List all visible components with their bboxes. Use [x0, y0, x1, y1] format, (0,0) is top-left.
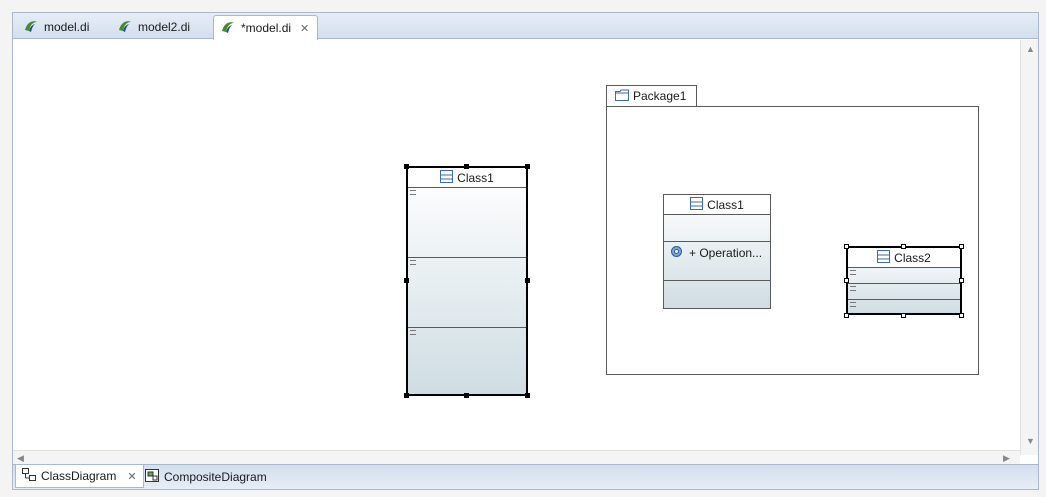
- resize-handle[interactable]: [525, 393, 530, 398]
- diagram-tab-bar: ClassDiagram ✕ CompositeDiagram: [13, 464, 1038, 489]
- resize-handle[interactable]: [959, 244, 964, 249]
- close-icon[interactable]: ✕: [127, 470, 137, 483]
- compartment-icon: [410, 190, 416, 195]
- close-icon[interactable]: ✕: [300, 22, 310, 35]
- class-shape-inner-class1[interactable]: Class1 + Operation...: [663, 194, 771, 309]
- tab-composite-diagram[interactable]: CompositeDiagram: [139, 465, 273, 488]
- nested-compartment[interactable]: [848, 300, 960, 313]
- papyrus-icon: [23, 19, 39, 36]
- tab-model-di-modified[interactable]: *model.di ✕: [213, 15, 319, 40]
- class-name: Class1: [707, 197, 744, 212]
- class-shape-class2[interactable]: Class2: [846, 246, 962, 315]
- vertical-scrollbar[interactable]: ▲ ▼: [1020, 40, 1038, 455]
- nested-compartment[interactable]: [664, 281, 770, 308]
- resize-handle[interactable]: [844, 313, 849, 318]
- resize-handle[interactable]: [959, 278, 964, 283]
- class-header: Class2: [848, 248, 960, 268]
- resize-handle[interactable]: [901, 244, 906, 249]
- resize-handle[interactable]: [404, 164, 409, 169]
- class-shape-class1[interactable]: Class1: [406, 166, 528, 396]
- attribute-compartment[interactable]: [848, 268, 960, 284]
- tab-label: model.di: [44, 20, 90, 34]
- scroll-up-icon[interactable]: ▲: [1026, 44, 1035, 54]
- operation-compartment[interactable]: [408, 258, 526, 328]
- resize-handle[interactable]: [844, 244, 849, 249]
- composite-diagram-icon: [145, 468, 159, 485]
- operation-compartment[interactable]: + Operation...: [664, 242, 770, 281]
- resize-handle[interactable]: [901, 313, 906, 318]
- class-name: Class2: [894, 250, 931, 265]
- resize-handle[interactable]: [959, 313, 964, 318]
- horizontal-scrollbar[interactable]: ◀ ▶: [13, 450, 1020, 464]
- nested-compartment[interactable]: [408, 328, 526, 394]
- class-header: Class1: [664, 195, 770, 215]
- package-body[interactable]: [606, 106, 979, 375]
- package-name: Package1: [633, 89, 687, 103]
- tab-label: *model.di: [241, 21, 292, 35]
- tab-model-di[interactable]: model.di: [17, 15, 97, 39]
- scroll-right-icon[interactable]: ▶: [1003, 453, 1010, 463]
- class-icon: [877, 249, 891, 266]
- resize-handle[interactable]: [464, 164, 469, 169]
- package-icon: [615, 89, 629, 104]
- compartment-icon: [850, 270, 856, 275]
- compartment-icon: [850, 286, 856, 291]
- tab-label: model2.di: [138, 20, 191, 34]
- tab-model2-di[interactable]: model2.di: [111, 15, 198, 39]
- scroll-down-icon[interactable]: ▼: [1026, 436, 1035, 446]
- editor-tab-bar: model.di model2.di *model.di ✕: [13, 13, 1038, 40]
- class-name: Class1: [457, 170, 494, 185]
- attribute-compartment[interactable]: [408, 188, 526, 258]
- diagram-canvas[interactable]: Class1 Package1: [13, 40, 1020, 455]
- editor-frame: model.di model2.di *model.di ✕: [12, 12, 1039, 490]
- class-diagram-icon: [22, 468, 36, 484]
- tab-label: CompositeDiagram: [164, 469, 267, 484]
- resize-handle[interactable]: [404, 393, 409, 398]
- tab-class-diagram[interactable]: ClassDiagram ✕: [15, 465, 144, 488]
- papyrus-icon: [220, 20, 236, 37]
- attribute-compartment[interactable]: [664, 215, 770, 242]
- operation-compartment[interactable]: [848, 284, 960, 300]
- operation-gear-icon: [670, 245, 683, 261]
- resize-handle[interactable]: [525, 164, 530, 169]
- tab-label: ClassDiagram: [41, 469, 117, 483]
- class-header: Class1: [408, 168, 526, 188]
- compartment-icon: [410, 260, 416, 265]
- compartment-icon: [850, 302, 856, 307]
- scroll-left-icon[interactable]: ◀: [17, 453, 24, 463]
- papyrus-icon: [117, 19, 133, 36]
- resize-handle[interactable]: [525, 278, 530, 283]
- package-tab[interactable]: Package1: [606, 85, 697, 107]
- class-icon: [690, 196, 704, 213]
- resize-handle[interactable]: [464, 393, 469, 398]
- resize-handle[interactable]: [404, 278, 409, 283]
- operation-label: + Operation...: [689, 246, 763, 260]
- operation-row[interactable]: + Operation...: [670, 245, 762, 261]
- compartment-icon: [410, 330, 416, 335]
- resize-handle[interactable]: [844, 278, 849, 283]
- class-icon: [440, 169, 454, 186]
